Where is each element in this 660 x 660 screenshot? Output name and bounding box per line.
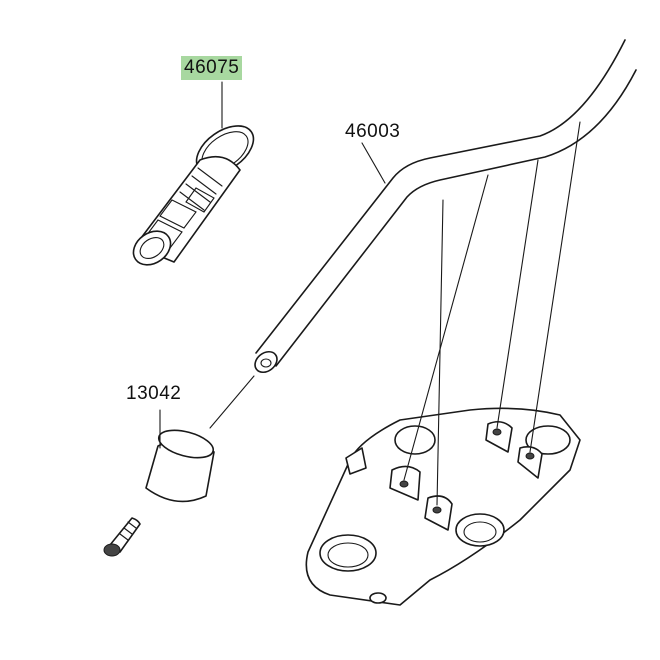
part-number-bar-end-weight[interactable]: 13042 — [126, 383, 182, 404]
bolt-drawing — [103, 517, 141, 557]
grip-drawing — [132, 81, 255, 266]
part-number-grip[interactable]: 46075 — [181, 56, 243, 80]
triple-clamp-drawing — [305, 121, 581, 606]
part-number-handlebar[interactable]: 46003 — [345, 121, 401, 142]
bar-end-weight-drawing — [145, 375, 255, 503]
handlebar-drawing — [254, 39, 637, 374]
